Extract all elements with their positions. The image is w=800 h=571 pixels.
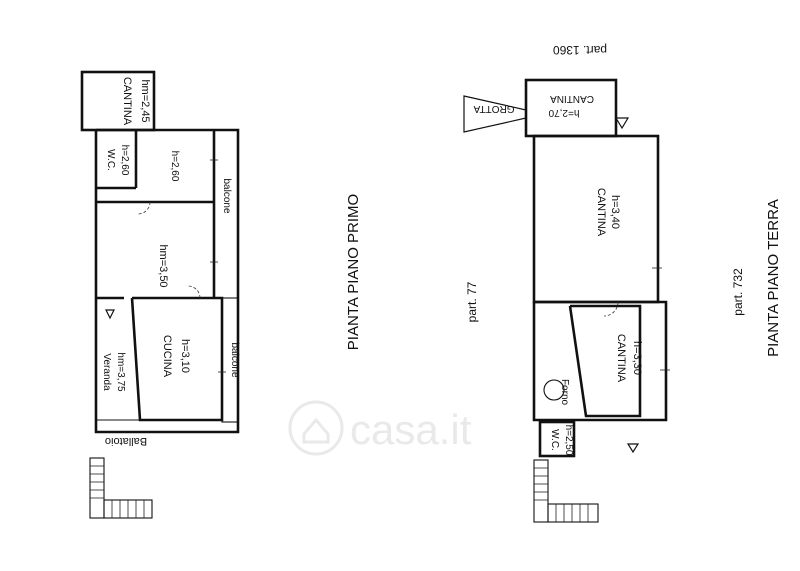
first-door-arc-2 [187,285,201,299]
parcel-732-label: part. 732 [731,268,745,316]
casa-watermark: casa.it [288,400,472,456]
first-wc-height: h=2,60 [119,145,130,176]
ground-wc-label: W.C. [549,429,560,451]
ground-cantina-mid-label: CANTINA [595,188,607,237]
first-veranda-height: hm=3,75 [115,352,126,392]
casa-watermark-text: casa.it [350,406,472,453]
casa-watermark-logo [288,400,344,456]
first-veranda-label: Veranda [101,353,112,391]
ground-floor-title: PIANTA PIANO TERRA [765,199,782,357]
ground-door-arc-1 [603,301,619,317]
first-staircase [89,457,153,519]
parcel-77-label: part. 77 [465,281,479,322]
first-balcone-bottom-rect [221,297,239,423]
first-wc-label: W.C. [105,149,116,171]
first-cantina-label: CANTINA [121,77,133,126]
first-main-room-height: hm=3,50 [157,244,169,287]
first-ballatoio-label: Ballatoio [105,435,147,447]
ground-cantina-top-label: CANTINA [550,93,594,104]
first-balcone-bottom-label: balcone [229,342,240,377]
first-cucina-label: CUCINA [161,335,173,378]
ground-cantina-low-wall [568,304,642,418]
first-floor-title: PIANTA PIANO PRIMO [345,194,362,350]
ground-forno-label: Forno [559,379,570,406]
ground-cantina-low-height: h=3,30 [631,341,643,375]
ground-wc-wall [538,420,576,458]
first-floor-plan: CANTINA hm=2,45 W.C. h=2,60 h=2,60 balco… [80,70,240,519]
casa-watermark-house-icon [302,417,330,444]
ground-lower-outer-wall [532,300,668,422]
ground-floor-plan: GROTTA CANTINA h=2,70 CANTINA h=3,40 CAN… [463,78,670,523]
ground-cantina-low-label: CANTINA [615,334,627,383]
ground-entrance-arrow-bottom [626,443,640,454]
ground-forno-circle [543,379,565,401]
ground-entrance-arrow-top [614,117,630,130]
first-entrance-arrow [105,309,115,320]
ground-grotta-label: GROTTA [473,103,514,114]
first-cantina-height: hm=2,45 [139,79,151,122]
first-cucina-height: h=3,10 [179,339,191,373]
ground-staircase [533,459,599,523]
ground-cantina-top-height: h=2,70 [548,107,579,118]
first-balcone-top-label: balcone [221,178,232,213]
first-door-arc-1 [137,201,151,215]
first-cucina-wall [130,296,224,422]
ground-wc-height: h=2,50 [563,425,574,456]
first-outer-wall [94,128,240,434]
parcel-1360-label: part. 1360 [553,43,607,57]
ground-cantina-mid-height: h=3,40 [609,195,621,229]
first-small-room-height: h=2,60 [169,151,180,182]
